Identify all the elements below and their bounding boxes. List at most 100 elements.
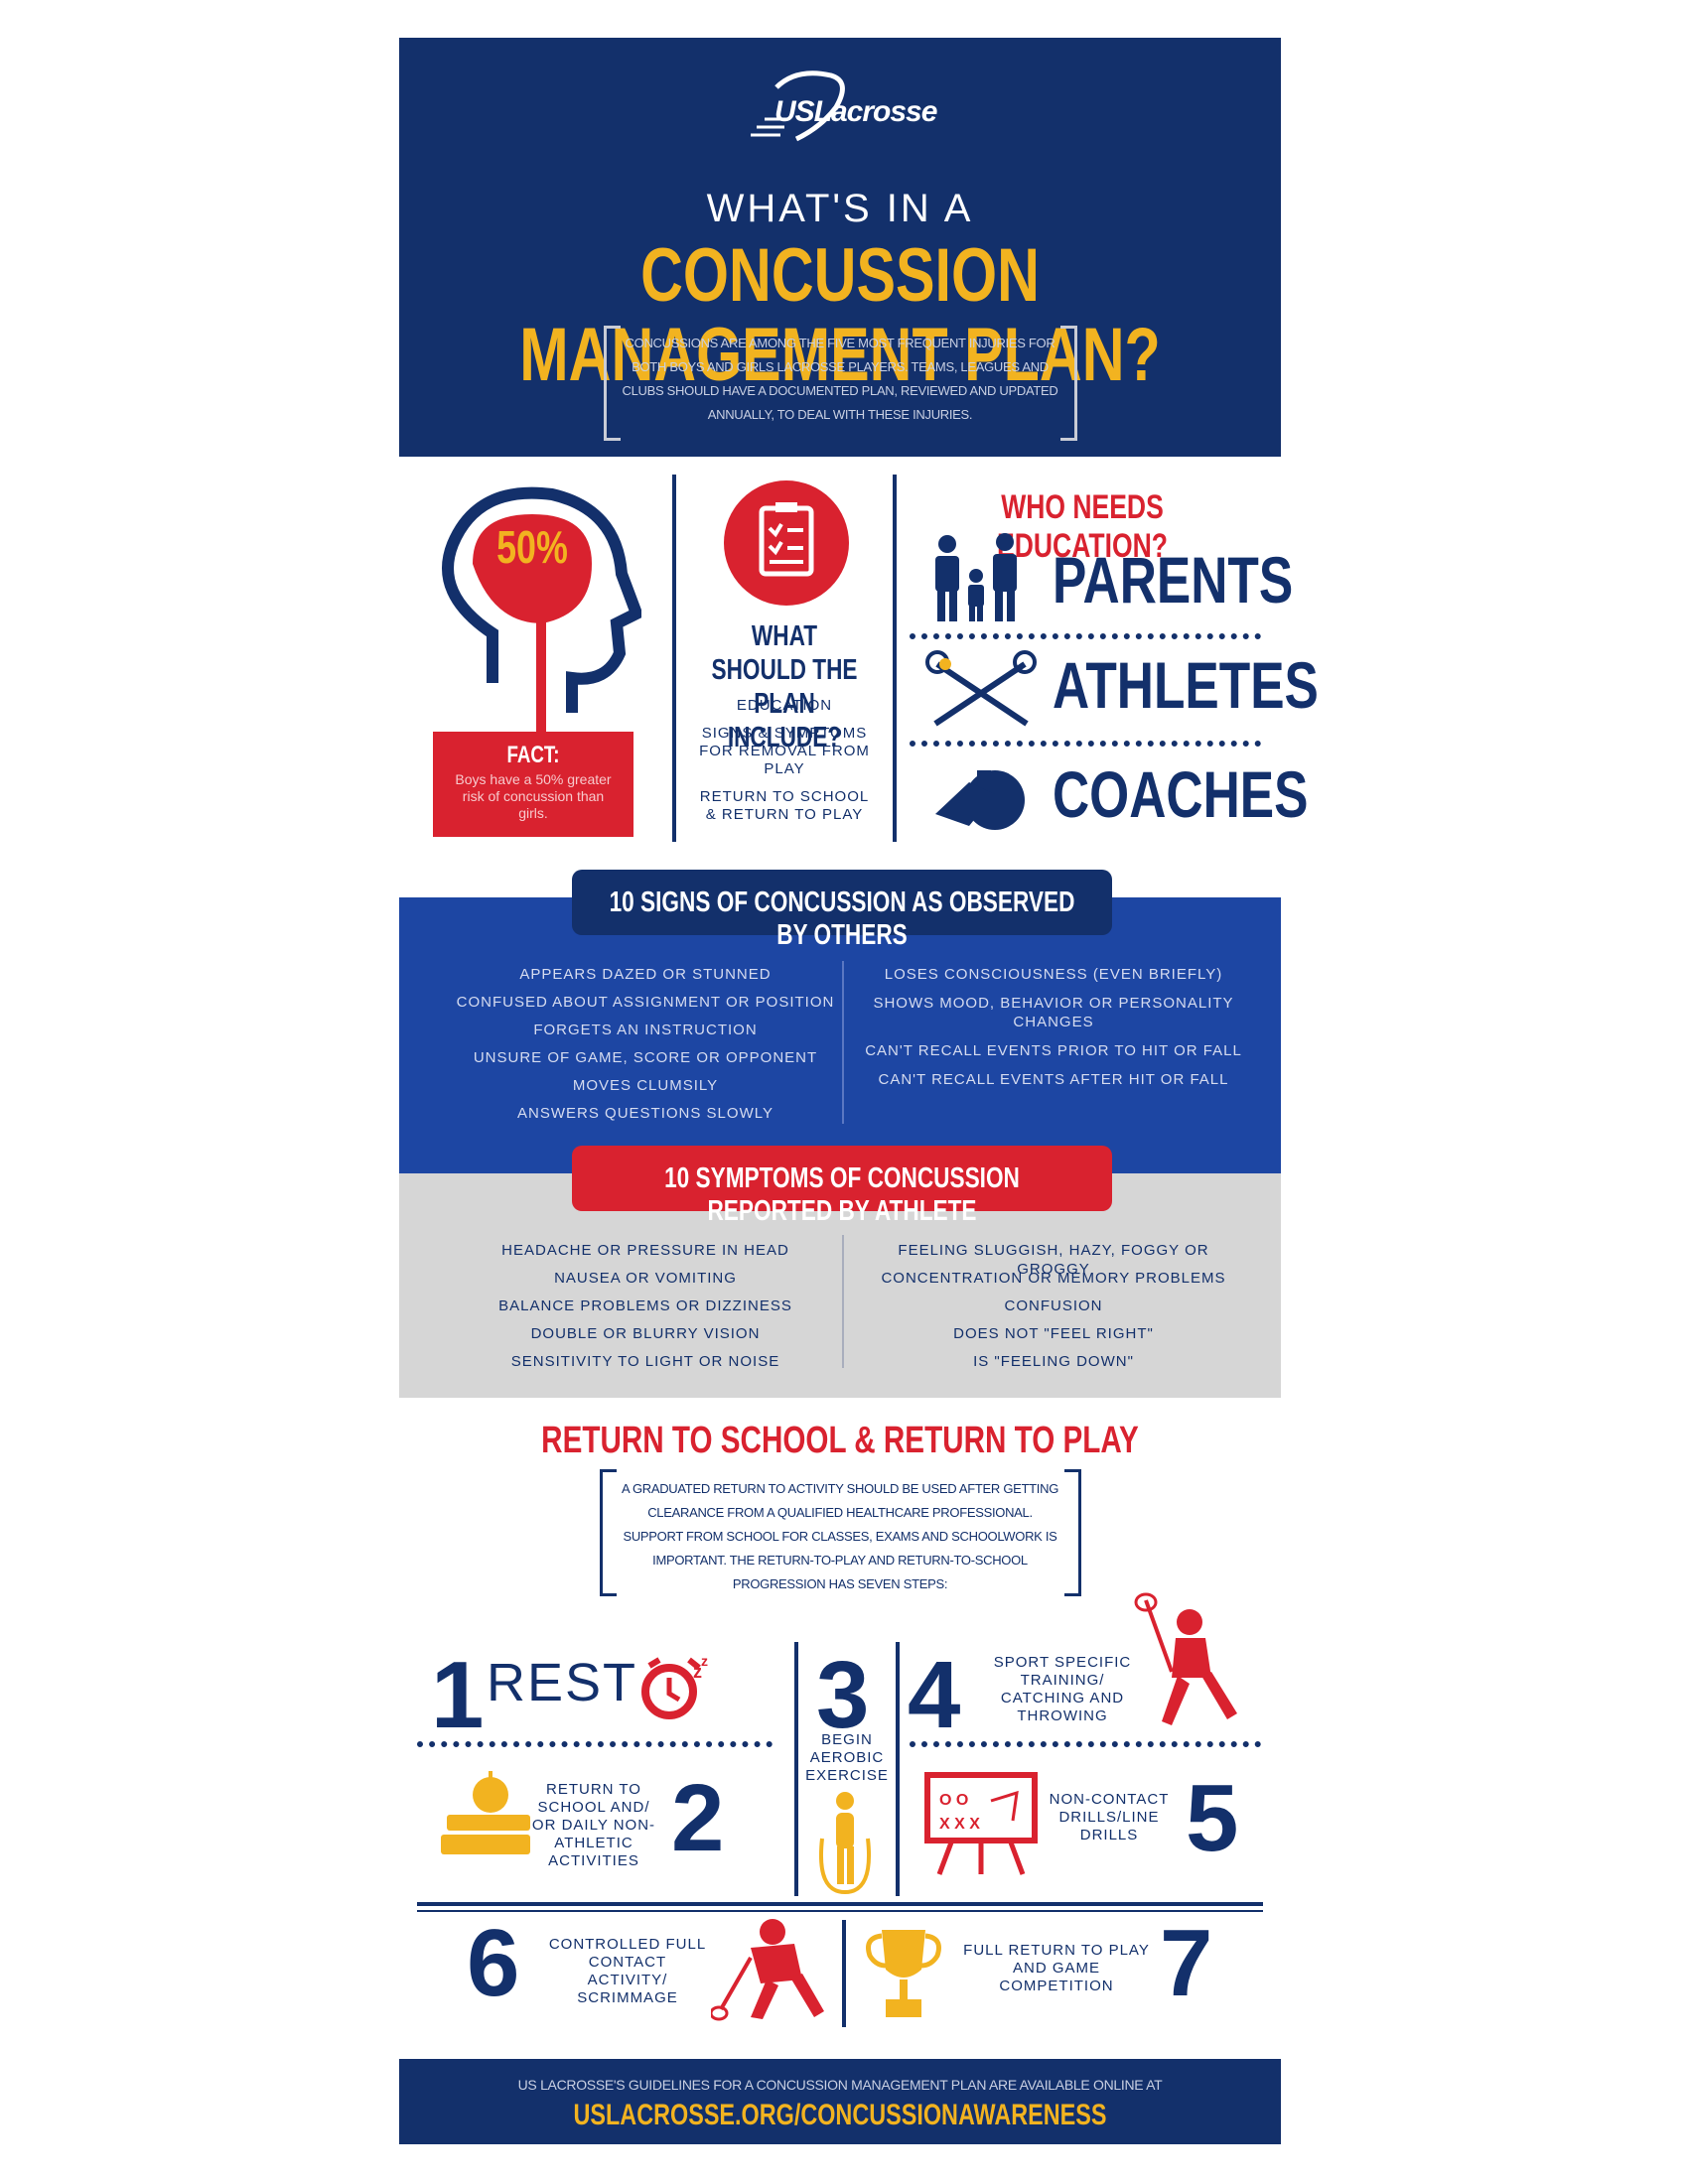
steps-rule: [417, 1910, 1263, 1912]
header-banner: USLacrosse WHAT'S IN A CONCUSSION MANAGE…: [399, 38, 1281, 457]
sign-item: CONFUSED ABOUT ASSIGNMENT OR POSITION: [456, 994, 835, 1011]
logo-text: USLacrosse: [774, 95, 937, 128]
signs-right-list: LOSES CONSCIOUSNESS (EVEN BRIEFLY) SHOWS…: [860, 965, 1247, 1089]
education-title: WHO NEEDS EDUCATION?: [997, 488, 1168, 565]
whistle-icon: [929, 764, 1033, 834]
plan-title: WHAT SHOULD THE PLAN INCLUDE?: [711, 620, 858, 753]
step-6-text: CONTROLLED FULL CONTACT ACTIVITY/ SCRIMM…: [548, 1936, 707, 2006]
svg-text:O O: O O: [939, 1792, 968, 1809]
family-icon: [923, 532, 1027, 621]
us-lacrosse-logo: USLacrosse: [737, 68, 945, 157]
whiteboard-icon: O O X X X: [921, 1771, 1041, 1876]
signs-title: 10 SIGNS OF CONCUSSION AS OBSERVED BY OT…: [609, 887, 1075, 951]
return-title: RETURN TO SCHOOL & RETURN TO PLAY: [541, 1420, 1139, 1461]
sign-item: FORGETS AN INSTRUCTION: [533, 1022, 758, 1038]
bracket-right: [1060, 326, 1077, 441]
divider-5: [842, 1920, 846, 2027]
lacrosse-sticks-icon: [923, 650, 1039, 730]
education-parents: PARENTS: [1053, 543, 1294, 616]
symptom-item: CONFUSION: [1004, 1297, 1103, 1314]
divider-4: [896, 1642, 900, 1896]
step-5-number: 5: [1186, 1765, 1239, 1871]
step-7-number: 7: [1160, 1910, 1213, 2016]
symptoms-title: 10 SYMPTOMS OF CONCUSSION REPORTED BY AT…: [664, 1162, 1020, 1227]
symptom-item: FEELING SLUGGISH, HAZY, FOGGY OR GROGGY: [898, 1242, 1209, 1278]
symptom-item: HEADACHE OR PRESSURE IN HEAD: [501, 1242, 789, 1259]
signs-section: [399, 897, 1281, 1173]
symptom-item: SENSITIVITY TO LIGHT OR NOISE: [510, 1353, 780, 1370]
bracket-right: [1064, 1469, 1081, 1596]
symptoms-divider: [842, 1235, 844, 1368]
symptoms-title-pill: 10 SYMPTOMS OF CONCUSSION REPORTED BY AT…: [572, 1146, 1112, 1227]
alarm-clock-icon: z z: [635, 1648, 715, 1727]
step-6-number: 6: [467, 1910, 520, 2016]
symptom-item: BALANCE PROBLEMS OR DIZZINESS: [498, 1297, 792, 1314]
step-separator: [910, 1741, 1261, 1747]
sign-item: MOVES CLUMSILY: [572, 1077, 719, 1094]
fact-label: FACT:: [506, 742, 560, 768]
sign-item: SHOWS MOOD, BEHAVIOR OR PERSONALITY CHAN…: [873, 995, 1234, 1030]
sign-item: UNSURE OF GAME, SCORE OR OPPONENT: [473, 1049, 818, 1066]
education-separator: [910, 633, 1261, 639]
header-intro: CONCUSSIONS ARE AMONG THE FIVE MOST FREQ…: [622, 336, 1058, 422]
divider-2: [893, 475, 897, 842]
divider-3: [794, 1642, 798, 1896]
education-athletes: ATHLETES: [1053, 648, 1319, 722]
symptom-item: DOES NOT "FEEL RIGHT": [953, 1325, 1154, 1342]
jump-rope-icon: [808, 1789, 882, 1895]
signs-title-pill: 10 SIGNS OF CONCUSSION AS OBSERVED BY OT…: [572, 870, 1112, 951]
bracket-left: [600, 1469, 617, 1596]
head-icon: 50%: [433, 484, 644, 752]
svg-text:z: z: [693, 1662, 702, 1682]
fact-percent: 50%: [496, 521, 568, 573]
plan-item: RETURN TO SCHOOL & RETURN TO PLAY: [699, 788, 870, 823]
sign-item: CAN'T RECALL EVENTS PRIOR TO HIT OR FALL: [865, 1042, 1242, 1059]
books-apple-icon: [437, 1765, 536, 1860]
sign-item: ANSWERS QUESTIONS SLOWLY: [517, 1105, 774, 1122]
step-separator: [417, 1741, 773, 1747]
step-1-text: REST: [487, 1653, 638, 1712]
step-4-text: SPORT SPECIFIC TRAINING/ CATCHING AND TH…: [993, 1654, 1132, 1724]
symptoms-left-list: HEADACHE OR PRESSURE IN HEAD NAUSEA OR V…: [447, 1241, 844, 1380]
footer-url[interactable]: USLACROSSE.ORG/CONCUSSIONAWARENESS: [573, 2099, 1107, 2131]
steps-rule: [417, 1902, 1263, 1906]
page-title: CONCUSSION MANAGEMENT PLAN?: [519, 233, 1161, 397]
symptom-item: IS "FEELING DOWN": [973, 1353, 1134, 1370]
step-3-text: BEGIN AEROBIC EXERCISE: [805, 1731, 889, 1784]
plan-list: EDUCATION SIGNS & SYMPTOMS FOR REMOVAL F…: [695, 697, 874, 824]
step-3-number: 3: [816, 1642, 870, 1748]
signs-divider: [842, 961, 844, 1124]
step-4-number: 4: [908, 1642, 961, 1748]
title-line1: WHAT'S IN A: [706, 187, 974, 230]
step-2-text: RETURN TO SCHOOL AND/ OR DAILY NON-ATHLE…: [531, 1781, 656, 1869]
symptoms-right-list: FEELING SLUGGISH, HAZY, FOGGY OR GROGGY …: [860, 1241, 1247, 1380]
sign-item: LOSES CONSCIOUSNESS (EVEN BRIEFLY): [884, 966, 1223, 983]
symptom-item: DOUBLE OR BLURRY VISION: [530, 1325, 761, 1342]
return-intro: A GRADUATED RETURN TO ACTIVITY SHOULD BE…: [621, 1481, 1059, 1591]
plan-item: EDUCATION: [736, 697, 833, 714]
fact-box: FACT: Boys have a 50% greater risk of co…: [433, 732, 633, 837]
lacrosse-player-icon: [1132, 1592, 1241, 1735]
divider-1: [672, 475, 676, 842]
symptom-item: CONCENTRATION OR MEMORY PROBLEMS: [881, 1270, 1226, 1287]
svg-text:z: z: [701, 1653, 708, 1669]
svg-text:X X X: X X X: [939, 1816, 980, 1833]
fact-text: Boys have a 50% greater risk of concussi…: [455, 771, 612, 821]
trophy-icon: [862, 1926, 945, 2021]
signs-left-list: APPEARS DAZED OR STUNNED CONFUSED ABOUT …: [437, 965, 854, 1132]
step-7-text: FULL RETURN TO PLAY AND GAME COMPETITION: [963, 1942, 1150, 1994]
education-separator: [910, 741, 1261, 747]
bracket-left: [604, 326, 621, 441]
step-2-number: 2: [671, 1765, 725, 1871]
plan-item: SIGNS & SYMPTOMS FOR REMOVAL FROM PLAY: [699, 725, 870, 777]
sign-item: CAN'T RECALL EVENTS AFTER HIT OR FALL: [878, 1071, 1229, 1088]
footer-banner: US LACROSSE'S GUIDELINES FOR A CONCUSSIO…: [399, 2059, 1281, 2144]
symptom-item: NAUSEA OR VOMITING: [554, 1270, 737, 1287]
clipboard-icon: [724, 480, 849, 606]
sign-item: APPEARS DAZED OR STUNNED: [519, 966, 772, 983]
education-coaches: COACHES: [1053, 757, 1309, 831]
step-5-text: NON-CONTACT DRILLS/LINE DRILLS: [1049, 1791, 1170, 1843]
step-1-number: 1: [431, 1642, 485, 1748]
contact-player-icon: [709, 1914, 828, 2023]
footer-text: US LACROSSE'S GUIDELINES FOR A CONCUSSIO…: [517, 2077, 1163, 2093]
